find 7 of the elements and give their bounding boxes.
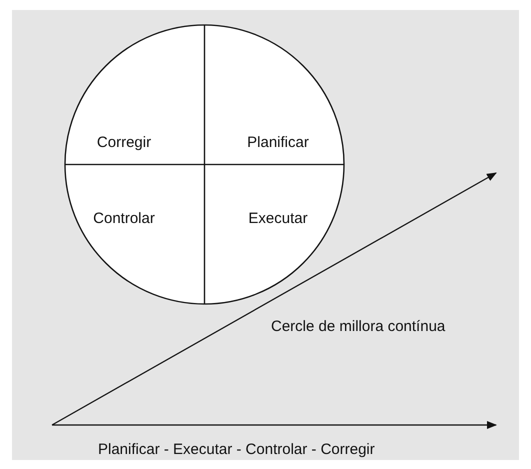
arrow-caption: Cercle de millora contínua (271, 318, 446, 335)
quadrant-label: Controlar (93, 210, 155, 228)
cycle-circle (64, 24, 345, 305)
arrow-caption: Planificar - Executar - Controlar - Corregir (98, 441, 375, 458)
quadrant-label: Executar (248, 210, 308, 228)
quadrant-label: Planificar (247, 134, 309, 152)
quadrant-label: Corregir (96, 134, 152, 152)
